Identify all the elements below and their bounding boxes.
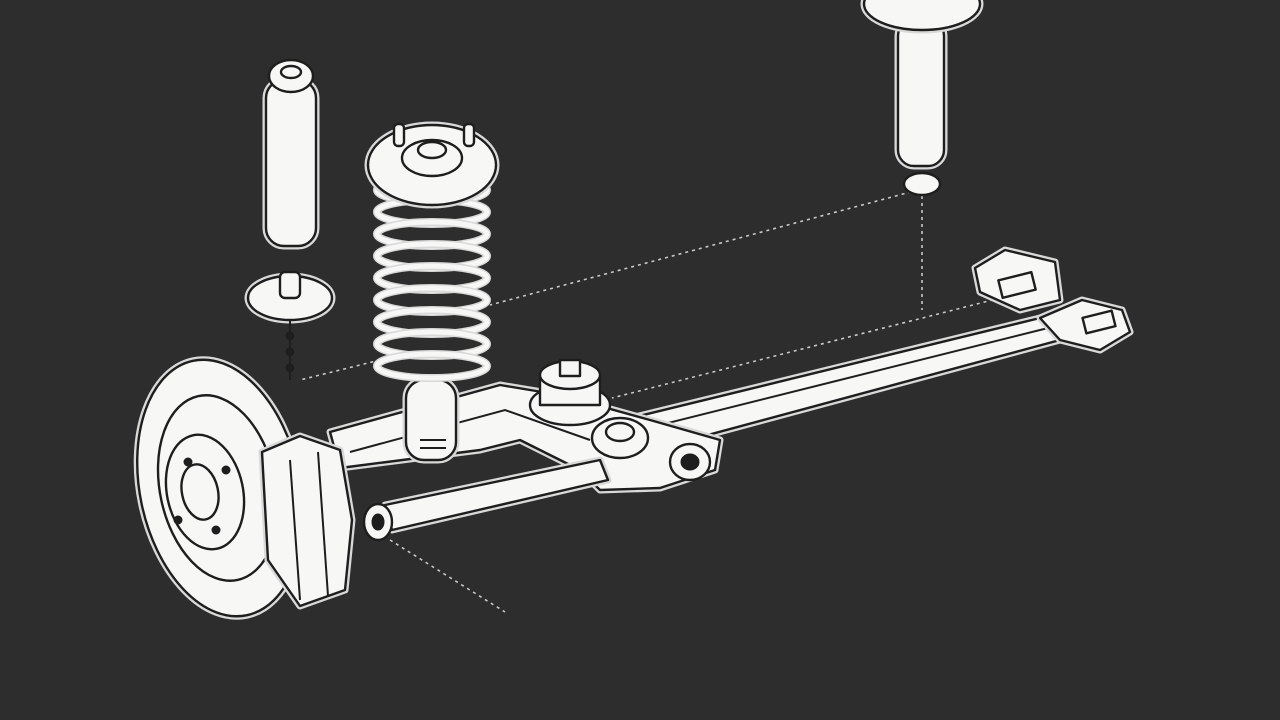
bushing	[668, 442, 712, 482]
tie-rod	[362, 502, 394, 542]
wheel-hub	[164, 433, 246, 551]
rear-subframe-beam	[586, 246, 1134, 464]
shock-absorber-rear	[262, 58, 320, 250]
bump-stop	[244, 270, 336, 380]
leader-line-tie-rod	[389, 539, 506, 613]
shock-absorber-top	[860, 0, 984, 197]
coil-spring-strut	[364, 121, 500, 464]
ball-joint	[590, 416, 650, 460]
brake-caliper	[258, 432, 356, 610]
spring-coil	[374, 351, 490, 381]
leader-lines	[299, 189, 1001, 613]
strut-top-mount	[528, 358, 612, 427]
